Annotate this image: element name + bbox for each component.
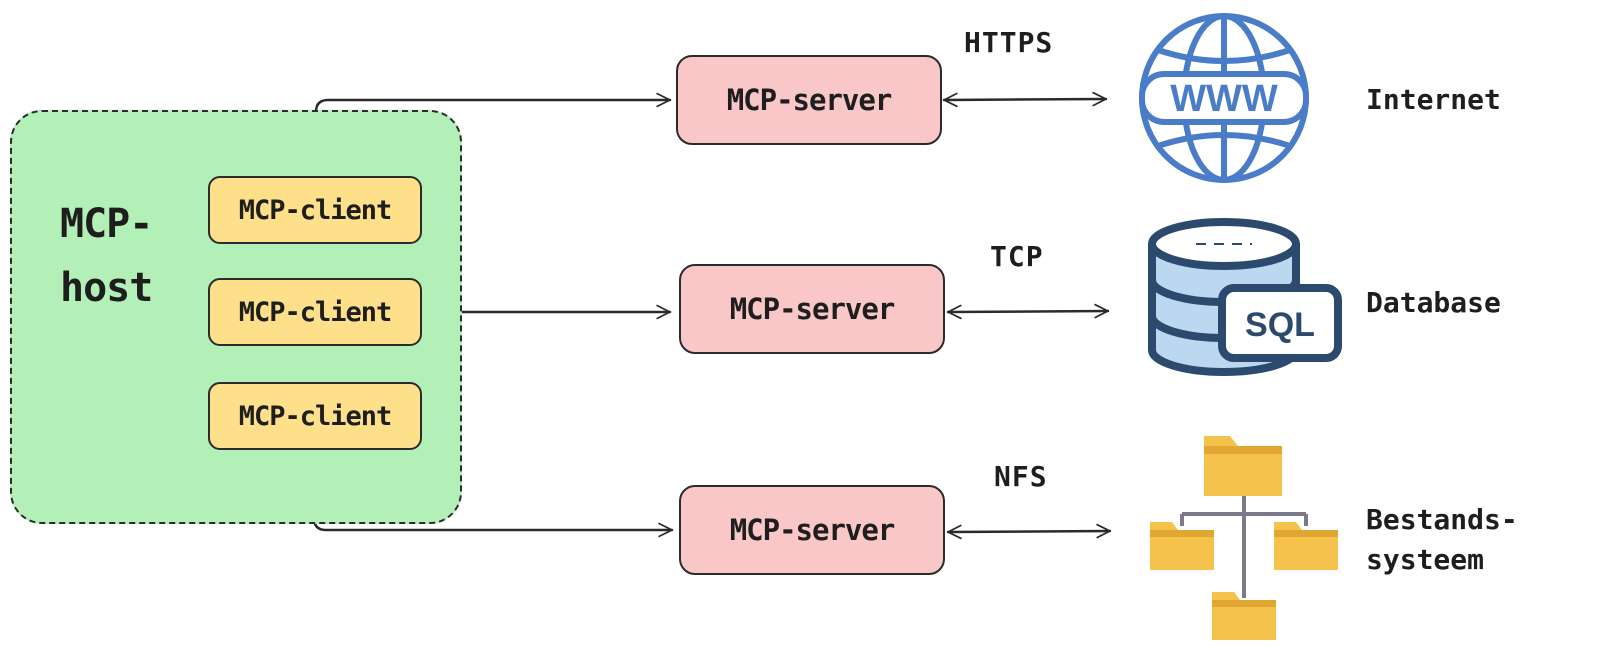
protocol-label-tcp: TCP [990,240,1044,273]
mcp-server-database[interactable]: MCP-server [679,264,945,354]
mcp-host-label: MCP- host [60,201,153,311]
resource-label-filesystem: Bestands- systeem [1366,503,1518,576]
folder-tree-icon [1150,436,1338,640]
mcp-client-2[interactable]: MCP-client [208,278,422,346]
mcp-server-filesystem[interactable]: MCP-server [679,485,945,575]
mcp-client-1[interactable]: MCP-client [208,176,422,244]
sql-badge-text: SQL [1245,306,1315,344]
resource-label-internet: Internet [1366,83,1501,116]
protocol-label-https: HTTPS [964,26,1054,59]
www-text: WWW [1170,78,1278,120]
connector-server1-internet [942,91,1108,108]
mcp-server-internet[interactable]: MCP-server [676,55,942,145]
connector-server3-filesystem [946,523,1112,540]
globe-www-icon: WWW [1139,13,1309,183]
connector-server2-database [946,303,1110,320]
mcp-client-3[interactable]: MCP-client [208,382,422,450]
resource-label-database: Database [1366,286,1501,319]
protocol-label-nfs: NFS [994,460,1048,493]
sql-database-icon: SQL [1148,218,1342,376]
